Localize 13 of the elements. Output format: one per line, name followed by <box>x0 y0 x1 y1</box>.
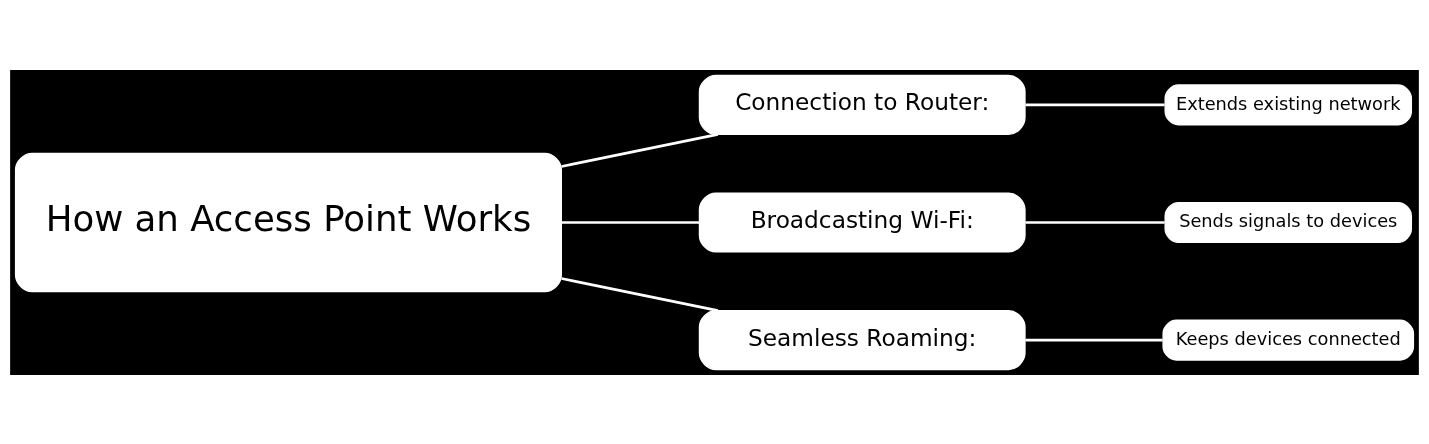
node-box: Extends existing network <box>1164 83 1413 125</box>
connector <box>1025 220 1165 224</box>
node-box: How an Access Point Works <box>14 152 562 292</box>
node-box: Connection to Router: <box>698 74 1026 135</box>
connector <box>561 276 719 312</box>
node-box: Seamless Roaming: <box>698 309 1026 370</box>
connector <box>561 132 719 168</box>
node-box: Broadcasting Wi-Fi: <box>698 191 1026 253</box>
connector <box>561 220 700 224</box>
node-box: Sends signals to devices <box>1164 201 1413 243</box>
connector <box>1025 103 1165 106</box>
node-box: Keeps devices connected <box>1162 319 1415 361</box>
connector <box>1025 338 1163 341</box>
